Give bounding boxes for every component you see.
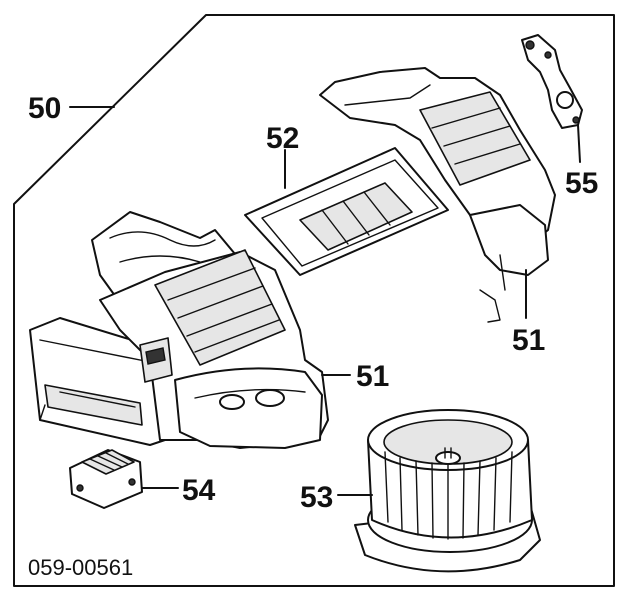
callout-51-lower: 51 xyxy=(356,360,389,393)
diagram-frame xyxy=(13,14,615,587)
diagram-code: 059-00561 xyxy=(28,555,133,580)
callout-55: 55 xyxy=(565,167,598,200)
callout-51-upper: 51 xyxy=(512,324,545,357)
blower-fan-53 xyxy=(354,409,541,573)
callout-53: 53 xyxy=(300,481,333,514)
leader-lines xyxy=(69,106,581,496)
resistor-54 xyxy=(69,449,143,509)
callout-50: 50 xyxy=(28,92,61,125)
actuator-bracket-55 xyxy=(521,34,583,129)
callout-54: 54 xyxy=(182,474,216,507)
heater-unit xyxy=(319,67,556,323)
blower-case-assembly xyxy=(29,211,329,449)
callout-52: 52 xyxy=(266,122,299,155)
duct-plate-52 xyxy=(244,147,449,276)
